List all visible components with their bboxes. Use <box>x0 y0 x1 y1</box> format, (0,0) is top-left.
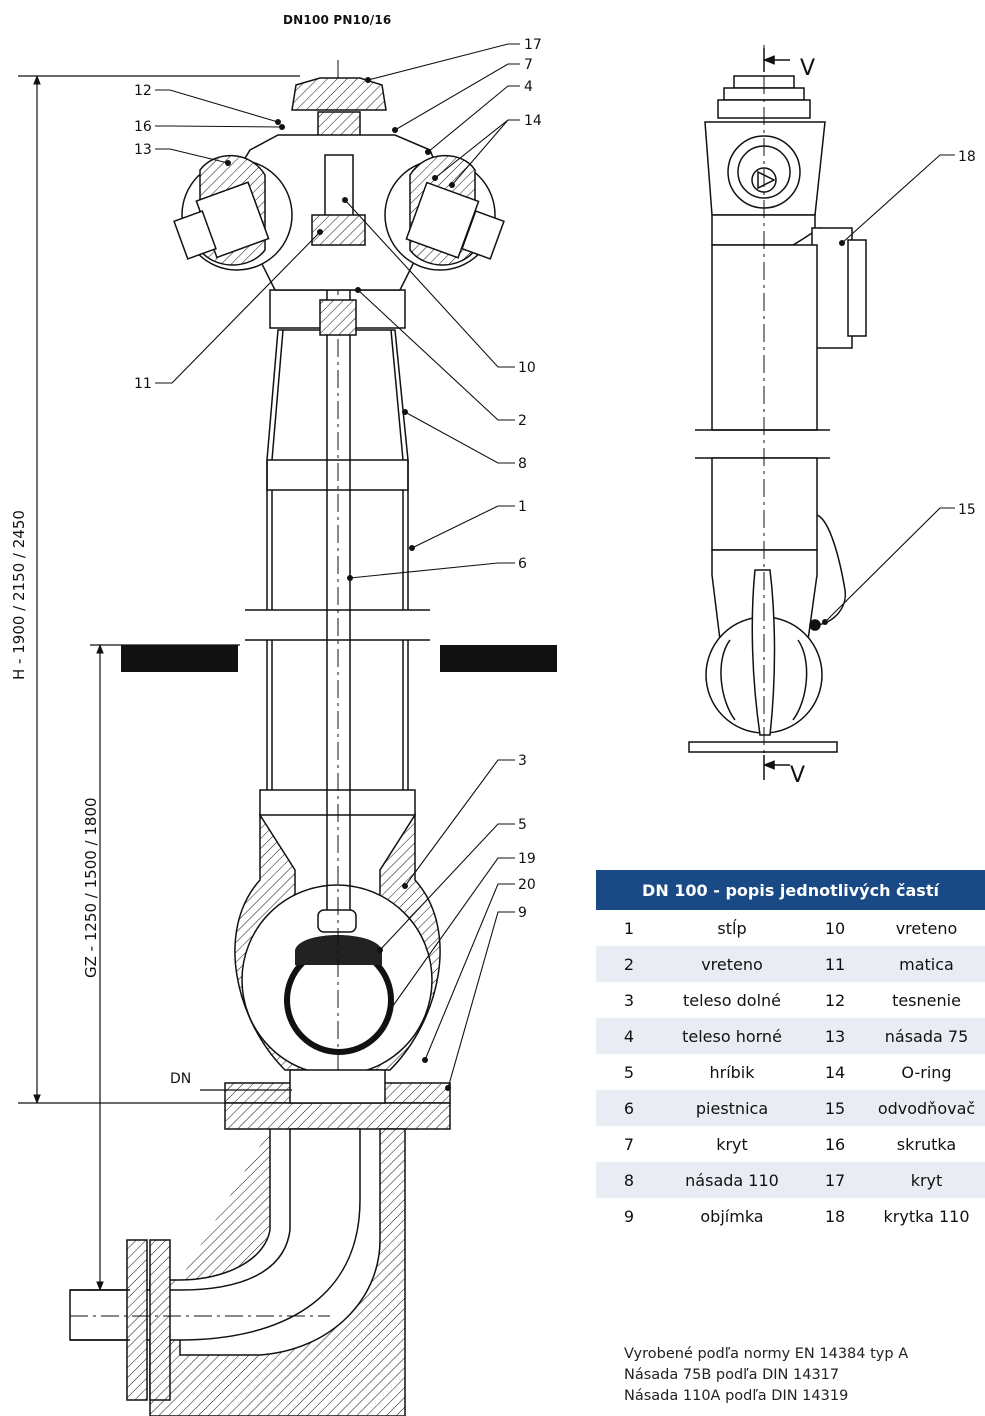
dimension-gz <box>90 644 240 1291</box>
callout-17: 17 <box>524 37 542 53</box>
side-view <box>688 75 867 753</box>
callout-7: 7 <box>524 57 533 73</box>
part-name: odvodňovač <box>868 1090 985 1126</box>
callout-19: 19 <box>518 851 536 867</box>
table-row: 7 kryt 16 skrutka <box>596 1126 985 1162</box>
part-number: 7 <box>623 1134 635 1154</box>
part-number: 3 <box>623 990 635 1010</box>
callout-13: 13 <box>134 142 152 158</box>
callout-4: 4 <box>524 79 533 95</box>
part-name: O-ring <box>901 1062 952 1082</box>
note-line: Násada 75B podľa DIN 14317 <box>624 1367 840 1383</box>
part-number: 15 <box>802 1090 868 1126</box>
part-name: násada 110 <box>662 1162 802 1198</box>
note-line: Násada 110A podľa DIN 14319 <box>624 1388 849 1404</box>
part-number: 9 <box>623 1206 635 1226</box>
part-number: 6 <box>596 1090 662 1126</box>
callout-9: 9 <box>518 905 527 921</box>
table-row: 4 teleso horné 13 násada 75 <box>596 1018 985 1054</box>
part-number: 12 <box>824 990 846 1010</box>
note-line: Vyrobené podľa normy EN 14384 typ A <box>624 1346 909 1362</box>
callout-18: 18 <box>958 149 976 165</box>
callout-5: 5 <box>518 817 527 833</box>
part-number: 17 <box>802 1162 868 1198</box>
callout-1: 1 <box>518 499 527 515</box>
side-callout-leaders <box>824 154 955 623</box>
table-row: 9 objímka 18 krytka 110 <box>596 1198 985 1234</box>
part-name: tesnenie <box>892 990 961 1010</box>
table-row: 2 vreteno 11 matica <box>596 946 985 982</box>
part-number: 18 <box>824 1206 846 1226</box>
dn-label: DN <box>170 1071 191 1087</box>
table-row: 3 teleso dolné 12 tesnenie <box>596 982 985 1018</box>
outlet-left <box>173 154 293 271</box>
part-name: násada 75 <box>868 1018 985 1054</box>
part-name: krytka 110 <box>883 1206 970 1226</box>
part-number: 14 <box>824 1062 846 1082</box>
height-dimension-label: H - 1900 / 2150 / 2450 <box>10 510 28 680</box>
part-name: stĺp <box>717 918 747 938</box>
ground-block-left <box>121 645 238 672</box>
callout-8: 8 <box>518 456 527 472</box>
callout-10: 10 <box>518 360 536 376</box>
part-name: vreteno <box>895 918 958 938</box>
callout-16: 16 <box>134 119 152 135</box>
drawing-title: DN100 PN10/16 <box>283 13 392 27</box>
part-name: vreteno <box>662 946 802 982</box>
dimension-h <box>18 75 300 1104</box>
hydrant-head <box>234 77 441 336</box>
ground-block-right <box>440 645 557 672</box>
callout-15: 15 <box>958 502 976 518</box>
table-row: 1 stĺp 10 vreteno <box>596 910 985 946</box>
callout-14: 14 <box>524 113 542 129</box>
part-name: kryt <box>868 1162 985 1198</box>
callout-numbers: 17 7 4 14 12 16 13 11 10 2 8 1 6 3 5 19 … <box>134 37 542 921</box>
part-name: piestnica <box>662 1090 802 1126</box>
base-elbow <box>69 1069 451 1416</box>
section-marks <box>762 48 790 780</box>
table-row: 8 násada 110 17 kryt <box>596 1162 985 1198</box>
part-number: 5 <box>623 1062 635 1082</box>
part-name: teleso horné <box>662 1018 802 1054</box>
part-number: 4 <box>596 1018 662 1054</box>
callout-3: 3 <box>518 753 527 769</box>
part-number: 11 <box>802 946 868 982</box>
part-name: skrutka <box>896 1134 957 1154</box>
outlet-right <box>384 154 505 271</box>
part-number: 8 <box>596 1162 662 1198</box>
table-row: 5 hríbik 14 O-ring <box>596 1054 985 1090</box>
section-mark-top: V <box>800 56 815 81</box>
callout-leaders <box>155 43 520 1089</box>
parts-table: DN 100 - popis jednotlivých častí 1 stĺp… <box>596 870 985 1234</box>
section-mark-bottom: V <box>790 763 805 788</box>
callout-20: 20 <box>518 877 536 893</box>
table-row: 6 piestnica 15 odvodňovač <box>596 1090 985 1126</box>
part-number: 1 <box>623 918 635 938</box>
part-name: teleso dolné <box>683 990 781 1010</box>
part-number: 16 <box>824 1134 846 1154</box>
part-number: 10 <box>824 918 846 938</box>
callout-dots <box>225 77 455 1091</box>
part-number: 2 <box>596 946 662 982</box>
part-number: 13 <box>802 1018 868 1054</box>
valve-plug <box>295 935 382 965</box>
callout-11: 11 <box>134 376 152 392</box>
part-name: hríbik <box>709 1062 755 1082</box>
parts-table-header: DN 100 - popis jednotlivých častí <box>596 870 985 910</box>
callout-2: 2 <box>518 413 527 429</box>
standards-notes: Vyrobené podľa normy EN 14384 typ A Nása… <box>624 1344 908 1407</box>
callout-6: 6 <box>518 556 527 572</box>
depth-dimension-label: GZ - 1250 / 1500 / 1800 <box>82 797 100 978</box>
part-name: objímka <box>700 1206 764 1226</box>
callout-12: 12 <box>134 83 152 99</box>
spindle <box>326 60 351 1100</box>
part-name: matica <box>868 946 985 982</box>
part-name: kryt <box>716 1134 748 1154</box>
